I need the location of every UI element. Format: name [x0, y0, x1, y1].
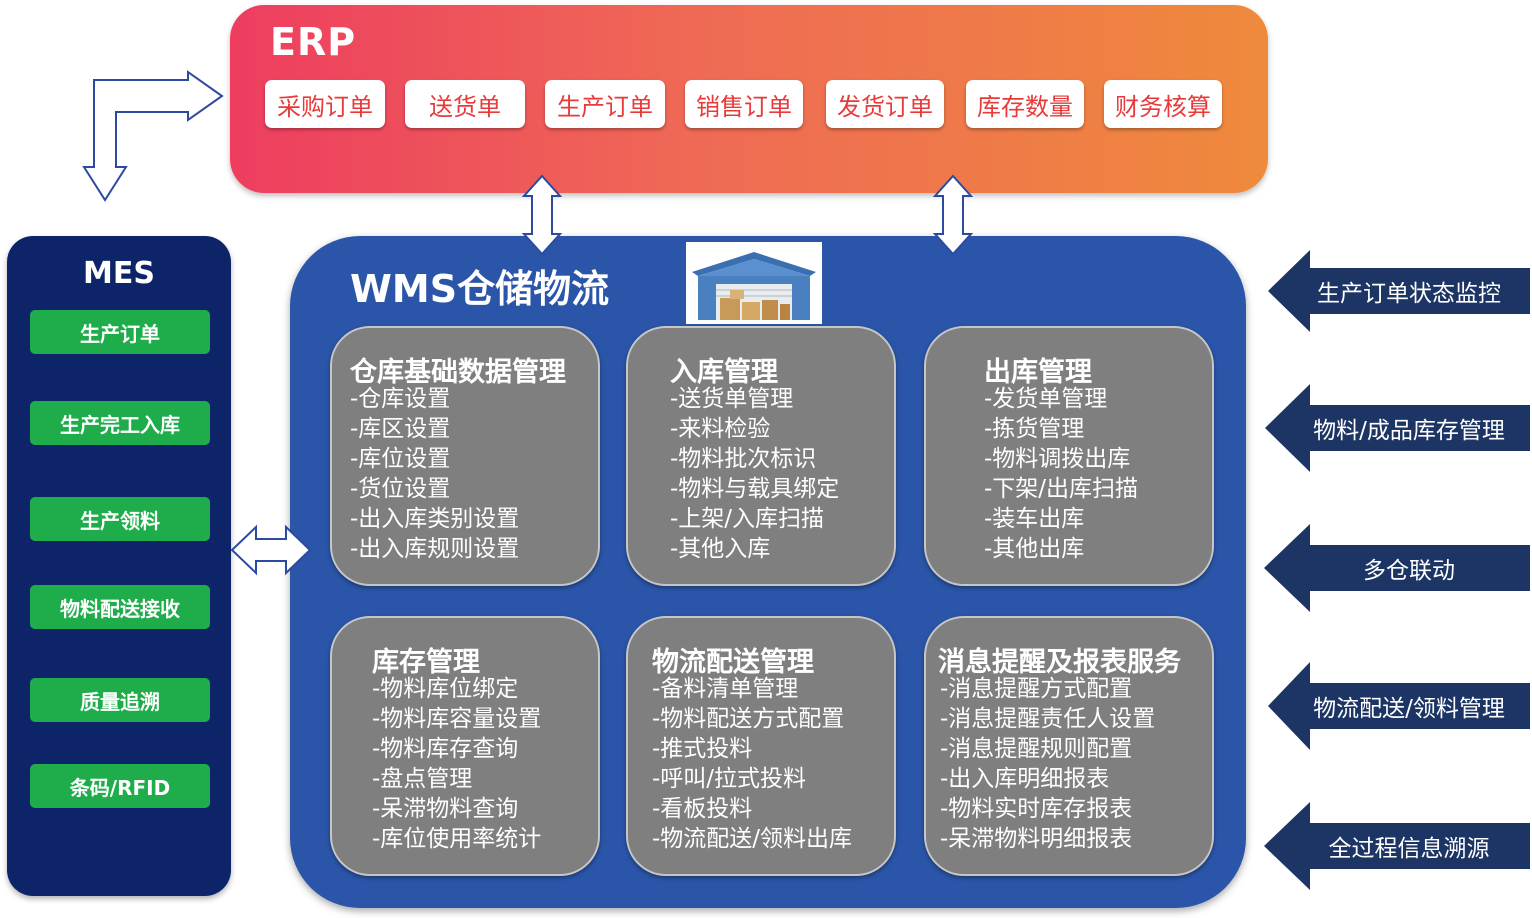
list-item: -来料检验: [670, 416, 771, 442]
erp-wms-arrow-left: [521, 174, 563, 256]
module-notification-reports[interactable]: 消息提醒及报表服务 -消息提醒方式配置 -消息提醒责任人设置 -消息提醒规则配置…: [924, 616, 1214, 876]
list-item: -物料调拨出库: [984, 446, 1131, 472]
module-title: 仓库基础数据管理: [350, 357, 566, 388]
mes-item-material-delivery-receipt[interactable]: 物料配送接收: [30, 585, 210, 629]
module-list: -送货单管理 -来料检验 -物料批次标识 -物料与载具绑定 -上架/入库扫描 -…: [670, 384, 839, 564]
list-item: -物料与载具绑定: [670, 476, 840, 502]
feature-arrow-4: [1268, 662, 1530, 750]
feature-arrow-1: [1268, 250, 1530, 332]
list-item: -物料库位绑定: [372, 676, 519, 702]
mes-wms-arrow: [230, 524, 312, 576]
mes-item-barcode-rfid[interactable]: 条码/RFID: [30, 764, 210, 808]
module-warehouse-basic-data[interactable]: 仓库基础数据管理 -仓库设置 -库区设置 -库位设置 -货位设置 -出入库类别设…: [330, 326, 600, 586]
erp-wms-arrow-right: [932, 174, 974, 256]
mes-item-production-order[interactable]: 生产订单: [30, 310, 210, 354]
list-item: -消息提醒规则配置: [940, 736, 1133, 762]
mes-item-material-requisition[interactable]: 生产领料: [30, 497, 210, 541]
module-inventory-management[interactable]: 库存管理 -物料库位绑定 -物料库容量设置 -物料库存查询 -盘点管理 -呆滞物…: [330, 616, 600, 876]
list-item: -库位使用率统计: [372, 826, 542, 852]
list-item: -货位设置: [350, 476, 451, 502]
list-item: -物料配送方式配置: [652, 706, 845, 732]
module-title: 入库管理: [670, 357, 778, 388]
mes-item-quality-traceability[interactable]: 质量追溯: [30, 678, 210, 722]
list-item: -物流配送/领料出库: [652, 826, 853, 852]
list-item: -呆滞物料查询: [372, 796, 519, 822]
erp-item-sales-order[interactable]: 销售订单: [685, 80, 803, 128]
list-item: -呼叫/拉式投料: [652, 766, 807, 792]
list-item: -其他出库: [984, 536, 1085, 562]
erp-item-inventory-quantity[interactable]: 库存数量: [966, 80, 1084, 128]
feature-logistics-delivery: 物流配送/领料管理: [1313, 696, 1505, 722]
list-item: -下架/出库扫描: [984, 476, 1139, 502]
module-logistics-delivery[interactable]: 物流配送管理 -备料清单管理 -物料配送方式配置 -推式投料 -呼叫/拉式投料 …: [626, 616, 896, 876]
feature-arrow-5: [1264, 802, 1530, 890]
list-item: -拣货管理: [984, 416, 1085, 442]
module-list: -仓库设置 -库区设置 -库位设置 -货位设置 -出入库类别设置 -出入库规则设…: [350, 384, 519, 564]
list-item: -物料库存查询: [372, 736, 519, 762]
erp-item-financial-accounting[interactable]: 财务核算: [1104, 80, 1222, 128]
mes-title: MES: [83, 256, 155, 291]
list-item: -其他入库: [670, 536, 771, 562]
erp-item-delivery-note[interactable]: 送货单: [405, 80, 525, 128]
list-item: -物料批次标识: [670, 446, 817, 472]
erp-item-purchase-order[interactable]: 采购订单: [265, 80, 385, 128]
module-title: 物流配送管理: [652, 647, 814, 678]
list-item: -发货单管理: [984, 386, 1108, 412]
list-item: -看板投料: [652, 796, 753, 822]
module-list: -物料库位绑定 -物料库容量设置 -物料库存查询 -盘点管理 -呆滞物料查询 -…: [372, 674, 541, 854]
list-item: -盘点管理: [372, 766, 473, 792]
list-item: -送货单管理: [670, 386, 794, 412]
list-item: -物料库容量设置: [372, 706, 542, 732]
feature-full-process-traceability: 全过程信息溯源: [1328, 836, 1490, 862]
list-item: -仓库设置: [350, 386, 451, 412]
feature-arrow-3: [1264, 524, 1530, 612]
list-item: -装车出库: [984, 506, 1085, 532]
list-item: -库区设置: [350, 416, 451, 442]
module-list: -备料清单管理 -物料配送方式配置 -推式投料 -呼叫/拉式投料 -看板投料 -…: [652, 674, 852, 854]
erp-title: ERP: [270, 20, 357, 64]
erp-item-shipping-order[interactable]: 发货订单: [826, 80, 944, 128]
list-item: -呆滞物料明细报表: [940, 826, 1133, 852]
module-title: 消息提醒及报表服务: [938, 647, 1181, 678]
list-item: -出入库明细报表: [940, 766, 1110, 792]
module-title: 出库管理: [984, 357, 1092, 388]
list-item: -物料实时库存报表: [940, 796, 1133, 822]
erp-item-production-order[interactable]: 生产订单: [545, 80, 665, 128]
module-title: 库存管理: [372, 647, 480, 678]
mes-erp-elbow-arrow: [82, 70, 224, 202]
list-item: -出入库规则设置: [350, 536, 520, 562]
list-item: -出入库类别设置: [350, 506, 520, 532]
list-item: -消息提醒方式配置: [940, 676, 1133, 702]
module-inbound-management[interactable]: 入库管理 -送货单管理 -来料检验 -物料批次标识 -物料与载具绑定 -上架/入…: [626, 326, 896, 586]
module-list: -消息提醒方式配置 -消息提醒责任人设置 -消息提醒规则配置 -出入库明细报表 …: [940, 674, 1155, 854]
feature-inventory-management: 物料/成品库存管理: [1313, 418, 1505, 444]
list-item: -库位设置: [350, 446, 451, 472]
feature-multi-warehouse-linkage: 多仓联动: [1363, 558, 1455, 584]
wms-title: WMS仓储物流: [350, 267, 610, 311]
feature-production-order-monitoring: 生产订单状态监控: [1317, 281, 1501, 307]
warehouse-icon: [686, 242, 822, 324]
mes-item-completion-warehousing[interactable]: 生产完工入库: [30, 401, 210, 445]
list-item: -备料清单管理: [652, 676, 799, 702]
list-item: -上架/入库扫描: [670, 506, 825, 532]
list-item: -推式投料: [652, 736, 753, 762]
module-list: -发货单管理 -拣货管理 -物料调拨出库 -下架/出库扫描 -装车出库 -其他出…: [984, 384, 1138, 564]
module-outbound-management[interactable]: 出库管理 -发货单管理 -拣货管理 -物料调拨出库 -下架/出库扫描 -装车出库…: [924, 326, 1214, 586]
list-item: -消息提醒责任人设置: [940, 706, 1156, 732]
feature-arrow-2: [1265, 384, 1530, 472]
